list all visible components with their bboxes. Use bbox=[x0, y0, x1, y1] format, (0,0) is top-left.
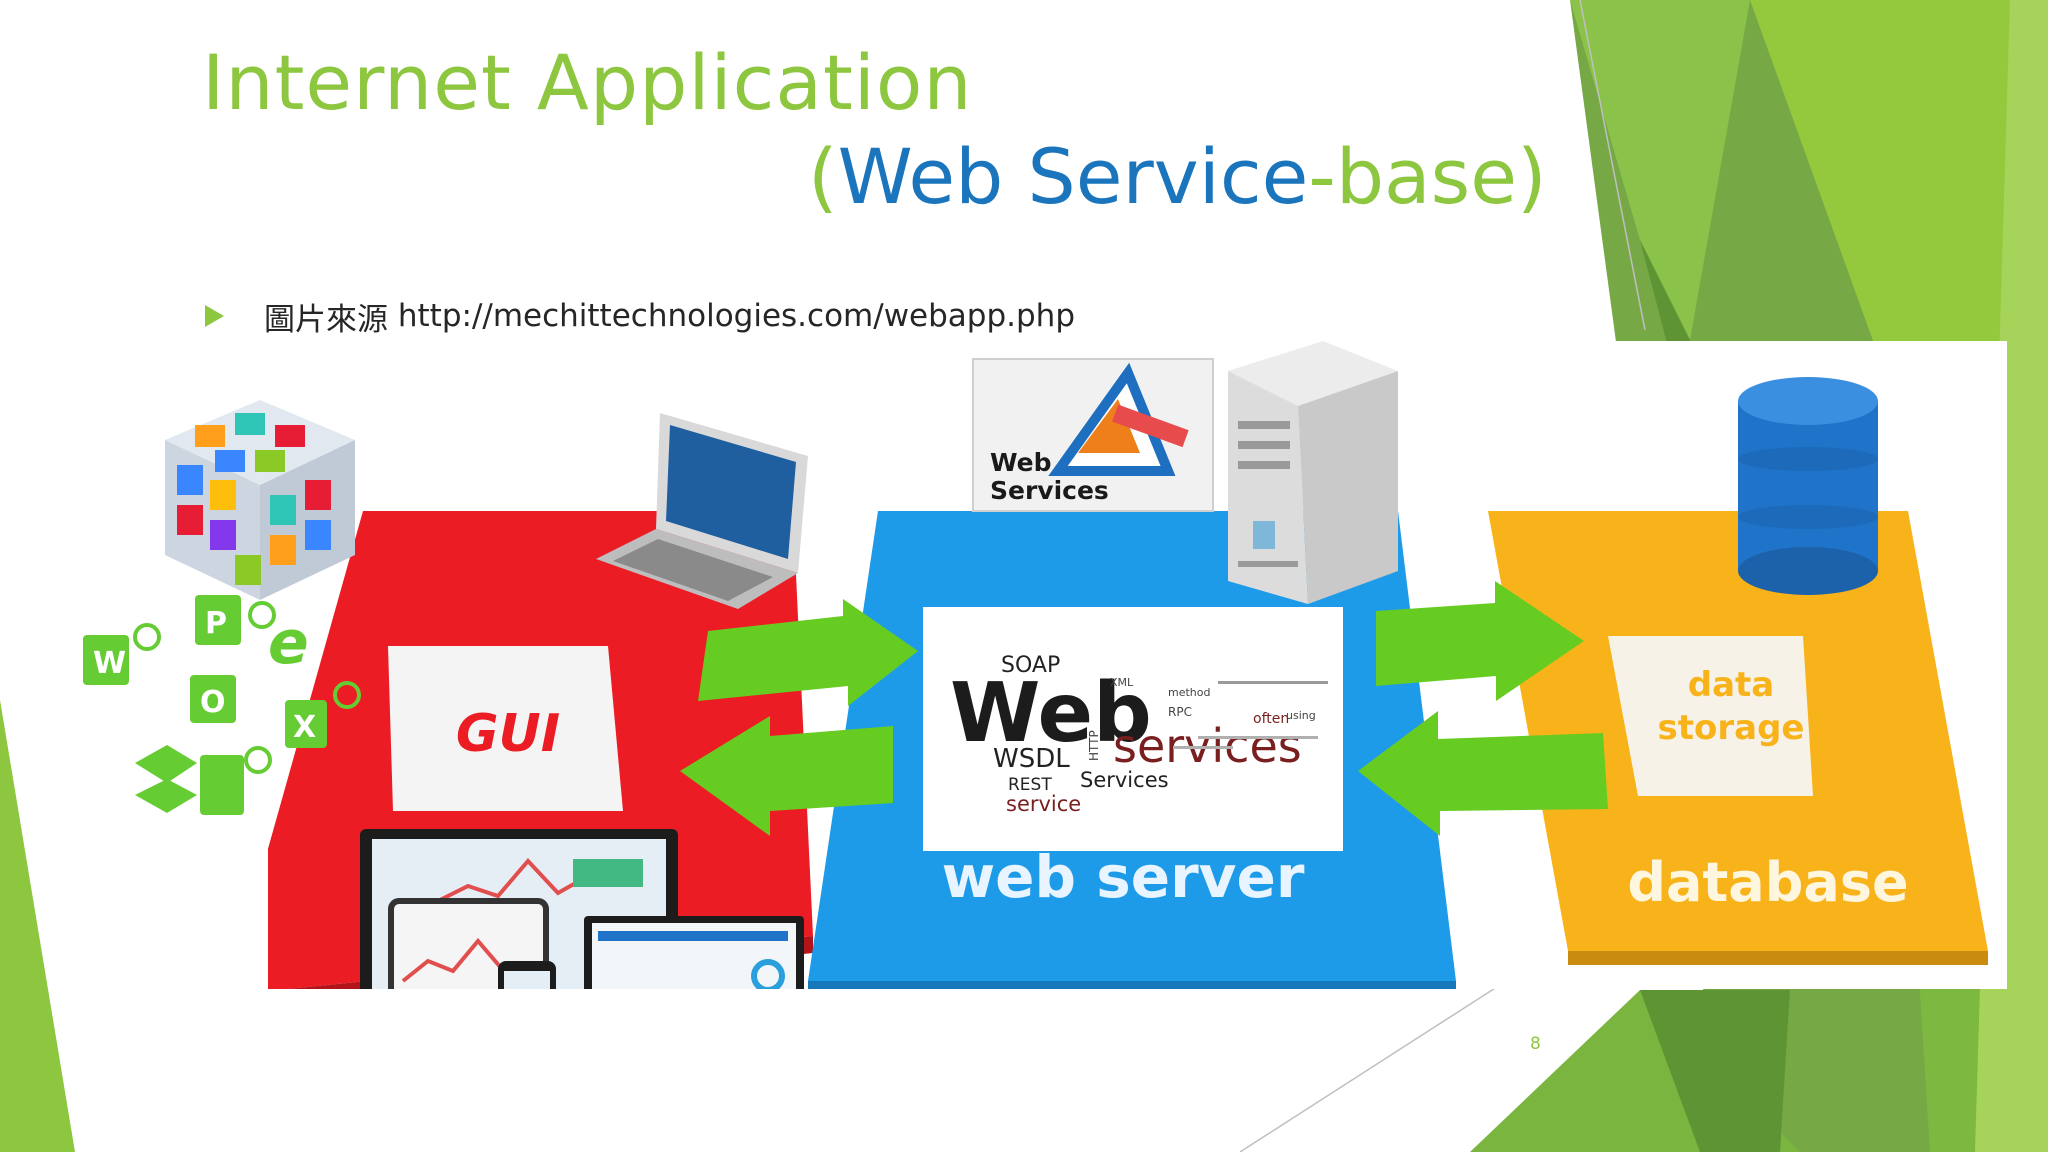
database-platform: data storage database bbox=[1488, 511, 1988, 965]
page-number: 8 bbox=[1530, 1034, 1541, 1054]
word-web: Web bbox=[950, 666, 1152, 761]
devices-icon bbox=[360, 829, 804, 989]
subtitle-open-paren: ( bbox=[808, 132, 838, 221]
slide-subtitle: (Web Service-base) bbox=[808, 132, 1547, 221]
bullet-url[interactable]: http://mechittechnologies.com/webapp.php bbox=[397, 298, 1076, 334]
web-server-label: web server bbox=[942, 843, 1305, 911]
logo-text-services: Services bbox=[990, 476, 1109, 505]
word-method: method bbox=[1168, 686, 1210, 699]
subtitle-rest: -base) bbox=[1308, 132, 1547, 221]
outlook-app-icon: O bbox=[200, 685, 226, 720]
word-often: often bbox=[1253, 711, 1289, 727]
architecture-illustration: GUI web server Web S bbox=[268, 341, 2007, 989]
bullet-arrow-icon bbox=[205, 305, 224, 327]
database-cylinder-icon bbox=[1738, 377, 1878, 595]
word-app-icon: W bbox=[93, 646, 126, 681]
word-using: using bbox=[1286, 709, 1316, 722]
database-label: database bbox=[1627, 851, 1908, 914]
architecture-illustration-svg: GUI web server Web S bbox=[268, 341, 1988, 989]
laptop-icon bbox=[596, 413, 808, 609]
word-services-small: Services bbox=[1080, 768, 1169, 792]
server-tower-icon bbox=[1228, 341, 1398, 604]
gui-label: GUI bbox=[456, 704, 560, 764]
arrow-server-to-gui bbox=[680, 716, 893, 836]
web-services-logo: Web Services bbox=[972, 358, 1214, 512]
excel-app-icon: X bbox=[293, 710, 316, 745]
data-storage-label-line2: storage bbox=[1658, 708, 1805, 748]
word-rpc: RPC bbox=[1168, 705, 1192, 719]
logo-text-web: Web bbox=[990, 448, 1052, 477]
word-wsdl: WSDL bbox=[993, 744, 1070, 774]
arrow-gui-to-server bbox=[698, 599, 918, 706]
bullet-item: 圖片來源 http://mechittechnologies.com/webap… bbox=[205, 298, 1076, 338]
bullet-label: 圖片來源 bbox=[264, 301, 388, 338]
word-rest: REST bbox=[1008, 775, 1052, 795]
app-cube-icon bbox=[165, 400, 355, 600]
slide-title: Internet Application bbox=[202, 38, 973, 127]
word-http: HTTP bbox=[1087, 730, 1101, 761]
arrows bbox=[680, 581, 1608, 836]
word-service: service bbox=[1006, 792, 1081, 816]
word-xml: XML bbox=[1110, 676, 1134, 689]
office-app-icons: W P O X e bbox=[83, 595, 361, 815]
arrow-database-to-server bbox=[1358, 711, 1608, 836]
arrow-server-to-database bbox=[1376, 581, 1584, 701]
word-cloud: SOAP Web services WSDL REST service Serv… bbox=[923, 607, 1343, 851]
subtitle-highlight: Web Service bbox=[837, 132, 1309, 221]
powerpoint-app-icon: P bbox=[205, 606, 227, 641]
word-soap: SOAP bbox=[1001, 653, 1060, 678]
data-storage-label-line1: data bbox=[1688, 665, 1774, 705]
